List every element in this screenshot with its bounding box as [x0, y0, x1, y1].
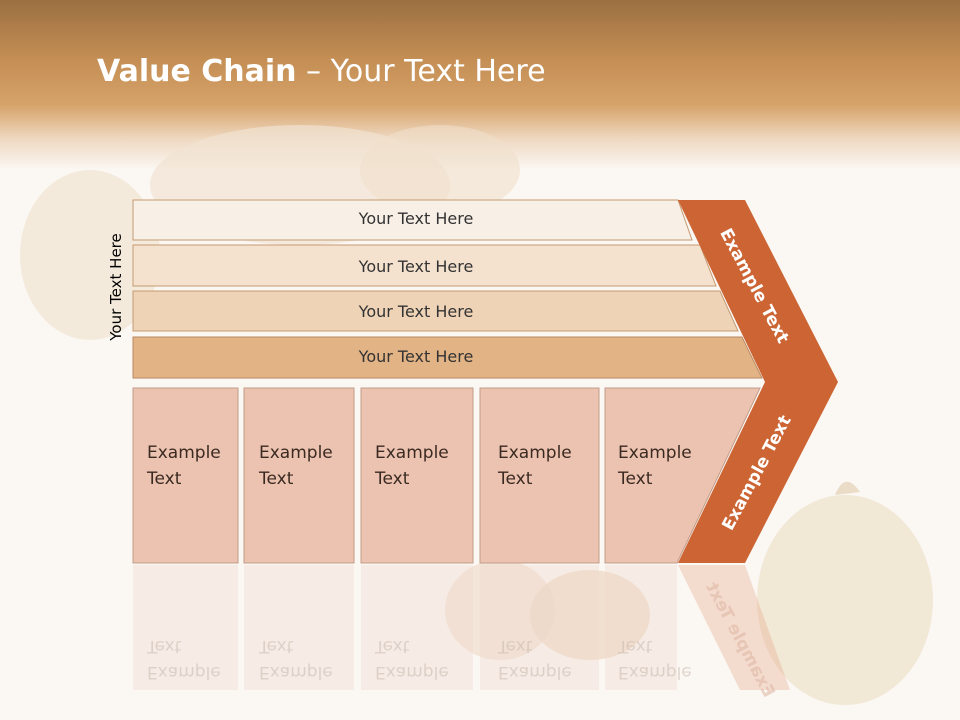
- chevron-arrow: [678, 200, 838, 563]
- title-rest: – Your Text Here: [296, 54, 546, 89]
- row-band-4: [132, 336, 763, 379]
- box-1: [132, 387, 239, 564]
- row-band-1: [132, 199, 693, 241]
- box-3: [360, 387, 474, 564]
- side-label: Your Text Here: [107, 233, 125, 341]
- row-band-3: [132, 290, 739, 332]
- row-label-3: Your Text Here: [358, 302, 474, 321]
- box-5: [604, 387, 761, 564]
- row-label-2: Your Text Here: [358, 257, 474, 276]
- title-bold: Value Chain: [97, 54, 297, 89]
- row-label-4: Your Text Here: [358, 347, 474, 366]
- row-label-1: Your Text Here: [358, 209, 474, 228]
- box-4: [479, 387, 600, 564]
- page-title: Value Chain – Your Text Here: [97, 54, 546, 89]
- box-2: [243, 387, 355, 564]
- row-band-2: [132, 244, 717, 287]
